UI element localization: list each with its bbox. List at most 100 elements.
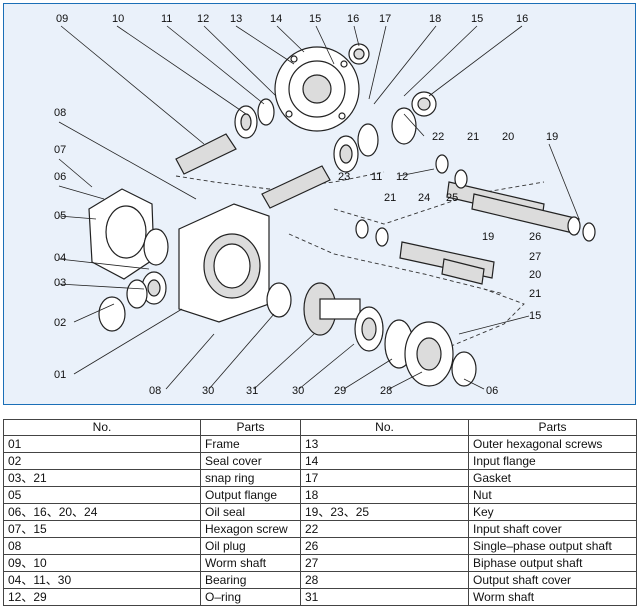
- part-number-cell: 09、10: [3, 554, 201, 572]
- part-number-cell: 28: [300, 571, 469, 589]
- part-name-cell: Input flange: [468, 452, 637, 470]
- output-shaft-shape: [399, 181, 580, 285]
- callout-label: 02: [54, 317, 66, 329]
- input-flange-shape: [274, 46, 360, 132]
- part-number-cell: 08: [3, 537, 201, 555]
- callout-label: 15: [529, 310, 541, 322]
- part-number-cell: 03、21: [3, 469, 201, 487]
- callout-label: 17: [379, 13, 391, 25]
- part-number-cell: 26: [300, 537, 469, 555]
- part-name-cell: Key: [468, 503, 637, 521]
- part-name-cell: Oil seal: [200, 503, 301, 521]
- callout-label: 11: [161, 13, 172, 25]
- callout-label: 09: [56, 13, 68, 25]
- table-header-row: No. Parts No. Parts: [3, 419, 637, 436]
- callout-label: 24: [418, 192, 430, 204]
- callout-label: 19: [546, 131, 558, 143]
- callout-label: 21: [384, 192, 396, 204]
- callout-label: 28: [380, 385, 392, 397]
- worm-shaft-shape: [175, 133, 331, 209]
- part-number-cell: 13: [300, 435, 469, 453]
- part-name-cell: Gasket: [468, 469, 637, 487]
- callout-label: 21: [467, 131, 479, 143]
- part-number-cell: 07、15: [3, 520, 201, 538]
- part-name-cell: Nut: [468, 486, 637, 504]
- part-name-cell: Bearing: [200, 571, 301, 589]
- part-number-cell: 04、11、30: [3, 571, 201, 589]
- callout-label: 26: [529, 231, 541, 243]
- callout-label: 10: [112, 13, 124, 25]
- callout-label: 20: [529, 269, 541, 281]
- callout-label: 22: [432, 131, 444, 143]
- part-number-cell: 27: [300, 554, 469, 572]
- callout-label: 04: [54, 252, 66, 264]
- part-name-cell: O–ring: [200, 588, 301, 606]
- part-number-cell: 22: [300, 520, 469, 538]
- part-number-cell: 02: [3, 452, 201, 470]
- part-name-cell: Worm shaft: [468, 588, 637, 606]
- callout-label: 15: [309, 13, 321, 25]
- callout-label: 16: [516, 13, 528, 25]
- callout-label: 06: [486, 385, 498, 397]
- callout-label: 13: [230, 13, 242, 25]
- callout-label: 30: [292, 385, 304, 397]
- part-number-cell: 17: [300, 469, 469, 487]
- frame-shape: [178, 203, 270, 323]
- part-name-cell: Input shaft cover: [468, 520, 637, 538]
- part-number-cell: 18: [300, 486, 469, 504]
- callout-label: 21: [529, 288, 541, 300]
- callout-label: 12: [396, 171, 408, 183]
- header-parts-2: Parts: [468, 419, 637, 436]
- callout-label: 31: [246, 385, 258, 397]
- part-name-cell: snap ring: [200, 469, 301, 487]
- part-name-cell: Biphase output shaft: [468, 554, 637, 572]
- part-name-cell: Oil plug: [200, 537, 301, 555]
- callout-label: 18: [429, 13, 441, 25]
- header-parts-1: Parts: [200, 419, 301, 436]
- callout-label: 07: [54, 144, 66, 156]
- part-name-cell: Hexagon screw: [200, 520, 301, 538]
- part-number-cell: 12、29: [3, 588, 201, 606]
- callout-label: 15: [471, 13, 483, 25]
- callout-label: 01: [54, 369, 66, 381]
- part-name-cell: Single–phase output shaft: [468, 537, 637, 555]
- header-no-1: No.: [3, 419, 201, 436]
- callout-label: 11: [371, 171, 382, 183]
- part-number-cell: 19、23、25: [300, 503, 469, 521]
- callout-label: 23: [338, 171, 350, 183]
- part-number-cell: 14: [300, 452, 469, 470]
- callout-label: 12: [197, 13, 209, 25]
- output-flange-shape: [88, 188, 155, 280]
- callout-label: 08: [54, 107, 66, 119]
- callout-label: 16: [347, 13, 359, 25]
- part-number-cell: 06、16、20、24: [3, 503, 201, 521]
- callout-label: 19: [482, 231, 494, 243]
- callout-label: 03: [54, 277, 66, 289]
- callout-label: 08: [149, 385, 161, 397]
- part-number-cell: 05: [3, 486, 201, 504]
- part-name-cell: Output flange: [200, 486, 301, 504]
- callout-label: 25: [446, 192, 458, 204]
- part-name-cell: Outer hexagonal screws: [468, 435, 637, 453]
- callout-label: 06: [54, 171, 66, 183]
- part-name-cell: Frame: [200, 435, 301, 453]
- callout-label: 20: [502, 131, 514, 143]
- callout-label: 29: [334, 385, 346, 397]
- part-number-cell: 31: [300, 588, 469, 606]
- callout-label: 27: [529, 251, 541, 263]
- part-name-cell: Output shaft cover: [468, 571, 637, 589]
- worm-gear-shape: [303, 282, 361, 336]
